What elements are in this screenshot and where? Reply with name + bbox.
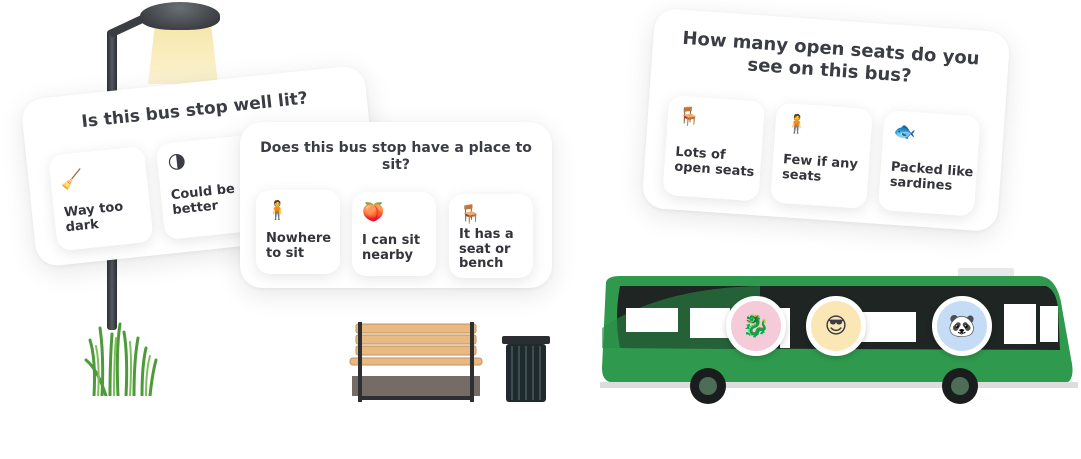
- survey-card-bus-seats: How many open seats do you see on this b…: [641, 7, 1011, 233]
- option-label: I can sit nearby: [362, 233, 421, 263]
- half-moon-icon: 🌗: [166, 151, 188, 175]
- option-way-too-dark[interactable]: 🧹 Way too dark: [48, 145, 154, 252]
- bench-icon: [349, 322, 483, 402]
- option-label: Lots of open seats: [673, 144, 755, 180]
- lamp-light-beam: [148, 24, 218, 84]
- option-label: Few if any seats: [781, 152, 859, 185]
- bus-illustration: 🐉 😎 🐼: [600, 268, 1078, 404]
- trash-can-icon: [502, 336, 550, 402]
- avatar-panda: 🐼: [932, 296, 992, 356]
- chair-icon: 🪑: [459, 204, 482, 225]
- question-title: Does this bus stop have a place to sit?: [260, 140, 532, 173]
- panda-icon: 🐼: [948, 313, 976, 339]
- avatar-sunglasses: 😎: [806, 296, 866, 356]
- street-lamp-head: [140, 2, 220, 30]
- broom-icon: 🧹: [59, 168, 85, 192]
- option-few-seats[interactable]: 🧍 Few if any seats: [770, 102, 873, 209]
- chair-icon: 🪑: [677, 105, 702, 129]
- option-label: Nowhere to sit: [266, 231, 332, 261]
- avatar-dragon: 🐉: [726, 296, 786, 356]
- option-label: Way too dark: [63, 199, 124, 235]
- option-packed[interactable]: 🐟 Packed like sardines: [877, 110, 981, 217]
- option-label: It has a seat or bench: [459, 227, 514, 272]
- standing-person-icon: 🧍: [784, 113, 809, 136]
- question-title: How many open seats do you see on this b…: [681, 27, 981, 87]
- option-label: Packed like sardines: [889, 159, 974, 194]
- sunglasses-face-icon: 😎: [824, 313, 848, 339]
- fish-icon: 🐟: [892, 120, 917, 144]
- survey-card-seating: Does this bus stop have a place to sit? …: [240, 122, 552, 288]
- option-seat-or-bench[interactable]: 🪑 It has a seat or bench: [449, 194, 533, 278]
- option-nowhere-to-sit[interactable]: 🧍 Nowhere to sit: [256, 190, 340, 274]
- grass-tuft-icon: [84, 322, 158, 396]
- option-lots-of-seats[interactable]: 🪑 Lots of open seats: [662, 95, 766, 202]
- dragon-icon: 🐉: [742, 313, 770, 339]
- standing-person-icon: 🧍: [266, 200, 289, 221]
- option-sit-nearby[interactable]: 🍑 I can sit nearby: [352, 192, 436, 276]
- peach-icon: 🍑: [362, 202, 385, 223]
